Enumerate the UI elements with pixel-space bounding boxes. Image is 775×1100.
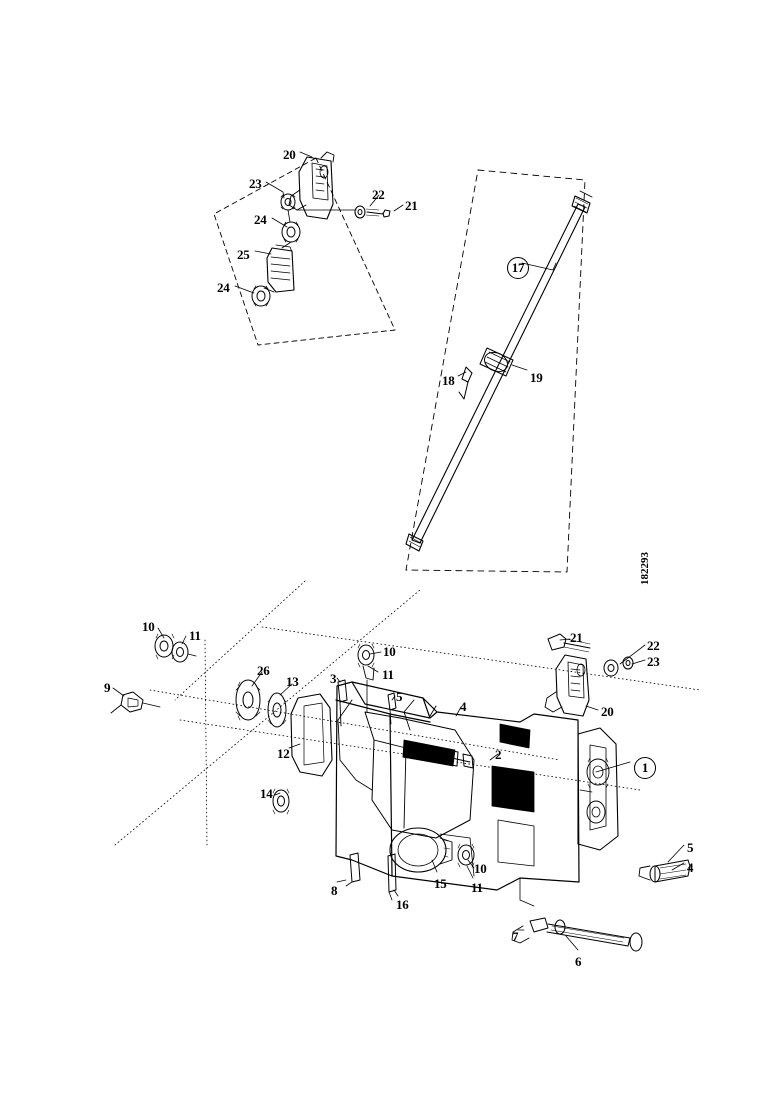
callout-22: 22: [647, 638, 660, 653]
part-24-lower-washer: [251, 285, 271, 307]
part-14-bushing: [272, 788, 290, 815]
callout-10: 10: [474, 861, 487, 876]
part-21-right-bolt: [547, 633, 591, 653]
callout-13: 13: [286, 674, 299, 689]
inset-leader-lines: [234, 151, 404, 294]
callout-23: 23: [647, 654, 660, 669]
part-24-upper-washer: [281, 221, 301, 243]
part-22-23-right: [603, 656, 634, 677]
part-18-pin: [458, 366, 473, 400]
callout-2: 2: [495, 747, 502, 762]
callout-11: 11: [471, 880, 483, 895]
callout-15: 15: [434, 876, 447, 891]
part-10-11-upper-left: [154, 633, 197, 663]
part-1-right-plate: [577, 727, 619, 851]
part-20-right-bracket: [544, 654, 590, 717]
callout-23: 23: [249, 176, 262, 191]
part-5-fastener-left: [387, 692, 397, 725]
part-20-upper: [288, 151, 335, 220]
callout-17: 17: [507, 257, 529, 279]
callout-18: 18: [442, 373, 455, 388]
callout-5: 5: [687, 840, 694, 855]
part-4-5-bolt: [638, 859, 691, 883]
housing-detail-lines: [439, 819, 535, 907]
upper-inset-boundary: [213, 157, 396, 346]
callout-10: 10: [142, 619, 155, 634]
part-8-post: [345, 852, 361, 887]
callout-6: 6: [575, 954, 582, 969]
shaft-boundary: [405, 169, 586, 573]
callout-19: 19: [530, 370, 543, 385]
callout-1: 1: [634, 757, 656, 779]
callout-25: 25: [237, 247, 250, 262]
callout-3: 3: [330, 671, 337, 686]
callout-21: 21: [570, 630, 583, 645]
callout-4: 4: [460, 699, 467, 714]
part-3-post: [337, 679, 348, 727]
part-10-11-bottom: [457, 843, 475, 868]
part-23-upper: [280, 193, 296, 211]
callout-24: 24: [217, 280, 230, 295]
part-25-coupler: [266, 244, 295, 293]
callout-12: 12: [277, 746, 290, 761]
callout-22: 22: [372, 187, 385, 202]
callout-4: 4: [687, 860, 694, 875]
callout-16: 16: [396, 897, 409, 912]
callout-9: 9: [104, 680, 111, 695]
part-17-drive-shaft: [405, 190, 593, 552]
callout-7: 7: [512, 929, 519, 944]
part-16-post: [387, 853, 397, 901]
callout-8: 8: [331, 883, 338, 898]
callout-20: 20: [601, 704, 614, 719]
callout-182293: 182293: [639, 552, 651, 585]
part-2-4-center-rod: [402, 741, 474, 769]
part-13-gear: [267, 692, 287, 728]
callout-14: 14: [260, 786, 273, 801]
part-12-cover: [290, 693, 333, 777]
callout-5: 5: [396, 689, 403, 704]
callout-11: 11: [382, 667, 394, 682]
part-6-7-bolt: [511, 917, 643, 952]
gear-cluster-shading: [402, 723, 535, 813]
main-leader-lines: [112, 627, 685, 951]
callout-11: 11: [189, 628, 201, 643]
callout-20: 20: [283, 147, 296, 162]
part-15-round-cover: [389, 827, 453, 873]
shaft-leader-lines: [457, 262, 557, 377]
callout-26: 26: [257, 663, 270, 678]
callout-24: 24: [254, 212, 267, 227]
part-19-bearing-collar: [479, 347, 514, 377]
callout-10: 10: [383, 644, 396, 659]
part-9-linkage: [110, 691, 161, 714]
part-26-gear: [235, 679, 261, 721]
part-22-21-upper: [354, 205, 391, 219]
callout-21: 21: [405, 198, 418, 213]
part-10-11-center: [357, 643, 375, 713]
